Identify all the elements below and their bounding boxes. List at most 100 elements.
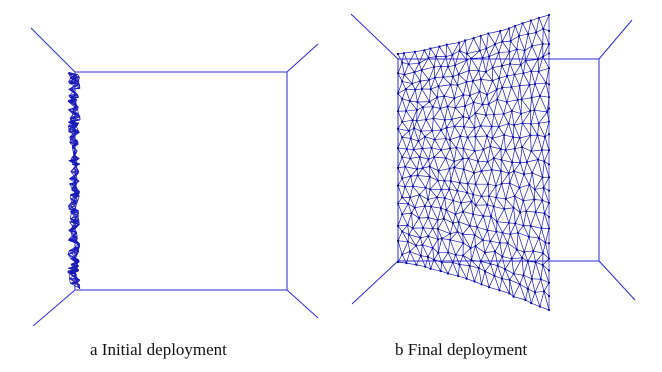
- mesh-edge: [457, 182, 461, 191]
- sensor-node: [547, 215, 551, 219]
- mesh-edge: [418, 50, 425, 64]
- sensor-node: [547, 281, 551, 284]
- mesh-edge: [424, 256, 429, 267]
- mesh-edge: [524, 250, 534, 253]
- mesh-edge: [463, 242, 471, 249]
- mesh-edge: [432, 129, 442, 132]
- mesh-edge: [432, 247, 435, 260]
- mesh-edge: [530, 225, 542, 229]
- sensor-node: [458, 41, 461, 44]
- mesh-edge: [440, 119, 446, 131]
- mesh-edge: [535, 261, 543, 266]
- mesh-edge: [473, 102, 476, 114]
- sensor-node: [547, 176, 551, 179]
- mesh-edge: [445, 157, 455, 162]
- mesh-edge: [408, 203, 415, 208]
- sensor-node: [454, 253, 457, 256]
- mesh-edge: [531, 43, 543, 47]
- sensor-node: [474, 112, 477, 115]
- mesh-edge: [424, 136, 435, 140]
- mesh-edge: [484, 271, 495, 277]
- mesh-edge: [405, 89, 411, 102]
- mesh-edge: [518, 23, 523, 37]
- mesh-edge: [442, 76, 452, 85]
- mesh-edge: [68, 94, 78, 96]
- mesh-edge: [67, 254, 72, 260]
- mesh-edge: [452, 262, 460, 265]
- sensor-node: [508, 182, 511, 185]
- mesh-edge: [428, 56, 437, 59]
- sensor-node: [501, 86, 504, 89]
- mesh-edge: [490, 215, 498, 222]
- mesh-edge: [440, 66, 444, 78]
- mesh-edge: [413, 128, 419, 142]
- mesh-edge: [530, 292, 536, 304]
- mesh-edge: [506, 75, 512, 88]
- mesh-edge: [496, 99, 505, 115]
- mesh-edge: [428, 159, 431, 167]
- mesh-edge: [417, 175, 426, 188]
- mesh-edge: [513, 284, 521, 297]
- mesh-edge: [397, 72, 403, 82]
- mesh-edge: [494, 251, 499, 266]
- clustered-sensor-nodes: [67, 72, 81, 290]
- sensor-node: [473, 233, 476, 237]
- sensor-node: [396, 92, 400, 95]
- mesh-edge: [508, 162, 513, 174]
- mesh-edge: [397, 231, 403, 242]
- sensor-node: [504, 197, 507, 201]
- mesh-edge: [510, 234, 518, 250]
- mesh-edge: [430, 46, 440, 49]
- mesh-edge: [70, 212, 72, 220]
- mesh-edge: [67, 250, 70, 255]
- sensor-node: [409, 157, 412, 160]
- mesh-edge: [433, 156, 439, 171]
- mesh-edge: [69, 142, 73, 146]
- mesh-edge: [455, 254, 460, 265]
- mesh-edge: [479, 91, 488, 96]
- sensor-node: [536, 134, 539, 137]
- sensor-node: [426, 198, 430, 201]
- sensor-node: [443, 95, 446, 98]
- mesh-edge: [500, 170, 509, 174]
- mesh-edge: [482, 216, 488, 231]
- mesh-edge: [481, 184, 489, 197]
- mesh-edge: [420, 244, 423, 256]
- mesh-edge: [501, 51, 510, 67]
- mesh-edge: [405, 83, 413, 90]
- mesh-edge: [425, 187, 429, 200]
- mesh-edge: [477, 160, 488, 163]
- sensor-node: [547, 29, 551, 32]
- mesh-edge: [490, 263, 498, 266]
- mesh-edge: [401, 121, 410, 132]
- mesh-edge: [418, 57, 429, 64]
- mesh-edge: [432, 106, 434, 119]
- sensor-node: [401, 61, 404, 64]
- sensor-node: [503, 133, 506, 137]
- mesh-edge: [422, 236, 429, 246]
- sensor-node: [401, 120, 404, 124]
- mesh-edge: [531, 150, 539, 160]
- sensor-node: [451, 53, 454, 56]
- mesh-edge: [534, 187, 544, 190]
- sensor-node: [471, 213, 475, 216]
- mesh-edge: [449, 188, 458, 192]
- mesh-edge: [454, 94, 464, 99]
- mesh-edge: [452, 214, 456, 224]
- mesh-edge: [543, 291, 550, 297]
- sensor-node: [439, 148, 443, 152]
- sensor-node: [547, 189, 551, 192]
- mesh-edge: [501, 268, 506, 279]
- mesh-edge: [421, 69, 430, 81]
- mesh-edge: [540, 264, 544, 280]
- mesh-edge: [509, 63, 515, 75]
- mesh-edge: [521, 135, 531, 148]
- sensor-node: [508, 278, 511, 281]
- mesh-edge: [418, 63, 422, 71]
- mesh-edge: [462, 106, 466, 117]
- mesh-edge: [416, 107, 424, 121]
- mesh-edge: [418, 205, 426, 219]
- mesh-edge: [534, 199, 536, 213]
- mesh-edge: [427, 247, 433, 257]
- mesh-edge: [497, 265, 503, 279]
